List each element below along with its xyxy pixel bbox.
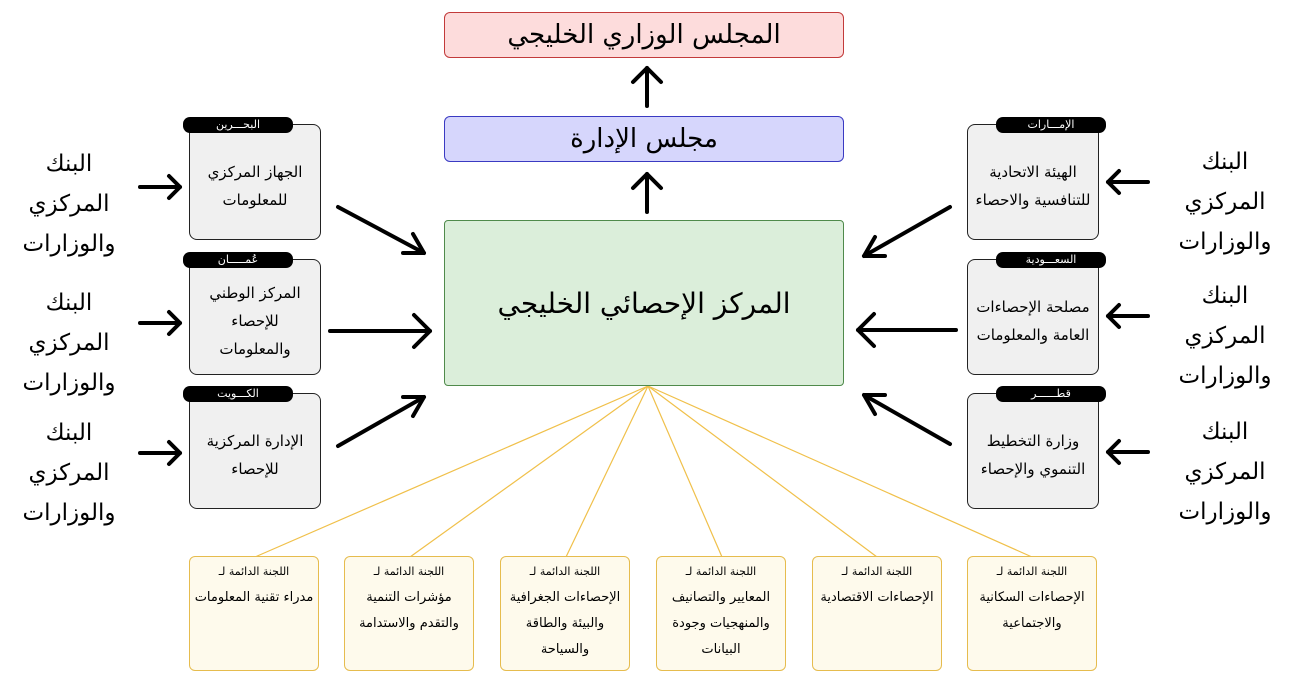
committee-name: الإحصاءات الجغرافية والبيئة والطاقة والس… (509, 590, 621, 657)
country-agency-name: وزارة التخطيط التنموي والإحصاء (980, 432, 1086, 478)
committee-connector-5 (647, 385, 878, 558)
committee-box: اللجنة الدائمة لـ الإحصاءات الجغرافية وا… (500, 556, 630, 671)
source-label: البنك المركزي والوزارات (1178, 283, 1272, 389)
committee-box: اللجنة الدائمة لـ مؤشرات التنمية والتقدم… (344, 556, 474, 671)
committee-box: اللجنة الدائمة لـ المعايير والتصانيف وال… (656, 556, 786, 671)
country-box-kuwait: الكـــويت الإدارة المركزية للإحصاء (183, 386, 321, 509)
committee-name: المعايير والتصانيف والمنهجيات وجودة البي… (671, 590, 771, 657)
committee-box: اللجنة الدائمة لـ الإحصاءات السكانية وال… (967, 556, 1097, 671)
country-agency-name: الإدارة المركزية للإحصاء (206, 432, 304, 478)
ministerial-council-box: المجلس الوزاري الخليجي (444, 12, 844, 58)
committee-prefix: اللجنة الدائمة لـ (218, 565, 290, 578)
country-tag: عُمـــــان (183, 252, 293, 268)
committee-name: الإحصاءات الاقتصادية (820, 590, 934, 605)
gcc-stat-center-box: المركز الإحصائي الخليجي (444, 220, 844, 386)
arrow-diagonal-icon (862, 205, 952, 258)
country-tag: قطــــــر (996, 386, 1106, 402)
committee-connector-1 (254, 385, 649, 558)
arrow-left-icon (856, 312, 958, 348)
country-box-qatar: قطــــــر وزارة التخطيط التنموي والإحصاء (967, 386, 1106, 509)
board-of-directors-box: مجلس الإدارة (444, 116, 844, 162)
committee-connector-6 (647, 385, 1033, 558)
arrow-right-icon (138, 174, 182, 200)
committee-name: مدراء تقنية المعلومات (194, 590, 314, 605)
committee-box: اللجنة الدائمة لـ الإحصاءات الاقتصادية (812, 556, 942, 671)
arrow-left-icon (1106, 303, 1150, 329)
country-tag: الكـــويت (183, 386, 293, 402)
arrow-up-icon (631, 172, 663, 214)
committee-connector-2 (409, 385, 649, 558)
committee-connector-4 (647, 385, 723, 558)
country-box-uae: الإمـــارات الهيئة الاتحادية للتنافسية و… (967, 117, 1106, 240)
country-tag: الإمـــارات (996, 117, 1106, 133)
committee-box: اللجنة الدائمة لـ مدراء تقنية المعلومات (189, 556, 319, 671)
country-box-bahrain: البحـــرين الجهاز المركزي للمعلومات (183, 117, 321, 240)
country-box-oman: عُمـــــان المركز الوطني للإحصاء والمعلو… (183, 252, 321, 375)
source-label: البنك المركزي والوزارات (1178, 419, 1272, 525)
source-label: البنك المركزي والوزارات (22, 290, 116, 396)
country-agency-name: الجهاز المركزي للمعلومات (207, 163, 303, 209)
country-agency-name: مصلحة الإحصاءات العامة والمعلومات (976, 298, 1090, 344)
source-label: البنك المركزي والوزارات (22, 420, 116, 526)
country-tag: السعـــودية (996, 252, 1106, 268)
committee-prefix: اللجنة الدائمة لـ (373, 565, 445, 578)
country-agency-name: المركز الوطني للإحصاء والمعلومات (209, 284, 301, 358)
arrow-left-icon (1106, 439, 1150, 465)
committee-prefix: اللجنة الدائمة لـ (996, 565, 1068, 578)
committee-name: مؤشرات التنمية والتقدم والاستدامة (359, 590, 459, 631)
country-tag: البحـــرين (183, 117, 293, 133)
source-label: البنك المركزي والوزارات (1178, 149, 1272, 255)
arrow-left-icon (1106, 169, 1150, 195)
source-label: البنك المركزي والوزارات (22, 151, 116, 257)
committee-prefix: اللجنة الدائمة لـ (841, 565, 913, 578)
arrow-diagonal-icon (336, 205, 426, 255)
arrow-diagonal-icon (862, 393, 952, 446)
country-agency-name: الهيئة الاتحادية للتنافسية والاحصاء (975, 163, 1091, 209)
committee-connector-3 (565, 385, 649, 558)
committee-prefix: اللجنة الدائمة لـ (529, 565, 601, 578)
arrow-right-icon (138, 310, 182, 336)
committee-connectors (254, 385, 1033, 558)
arrow-up-icon (631, 66, 663, 108)
arrow-right-icon (138, 440, 182, 466)
country-box-saudi: السعـــودية مصلحة الإحصاءات العامة والمع… (967, 252, 1106, 375)
arrow-right-icon (328, 313, 432, 349)
arrow-diagonal-icon (336, 395, 426, 448)
committee-name: الإحصاءات السكانية والاجتماعية (979, 590, 1085, 631)
committee-prefix: اللجنة الدائمة لـ (685, 565, 757, 578)
